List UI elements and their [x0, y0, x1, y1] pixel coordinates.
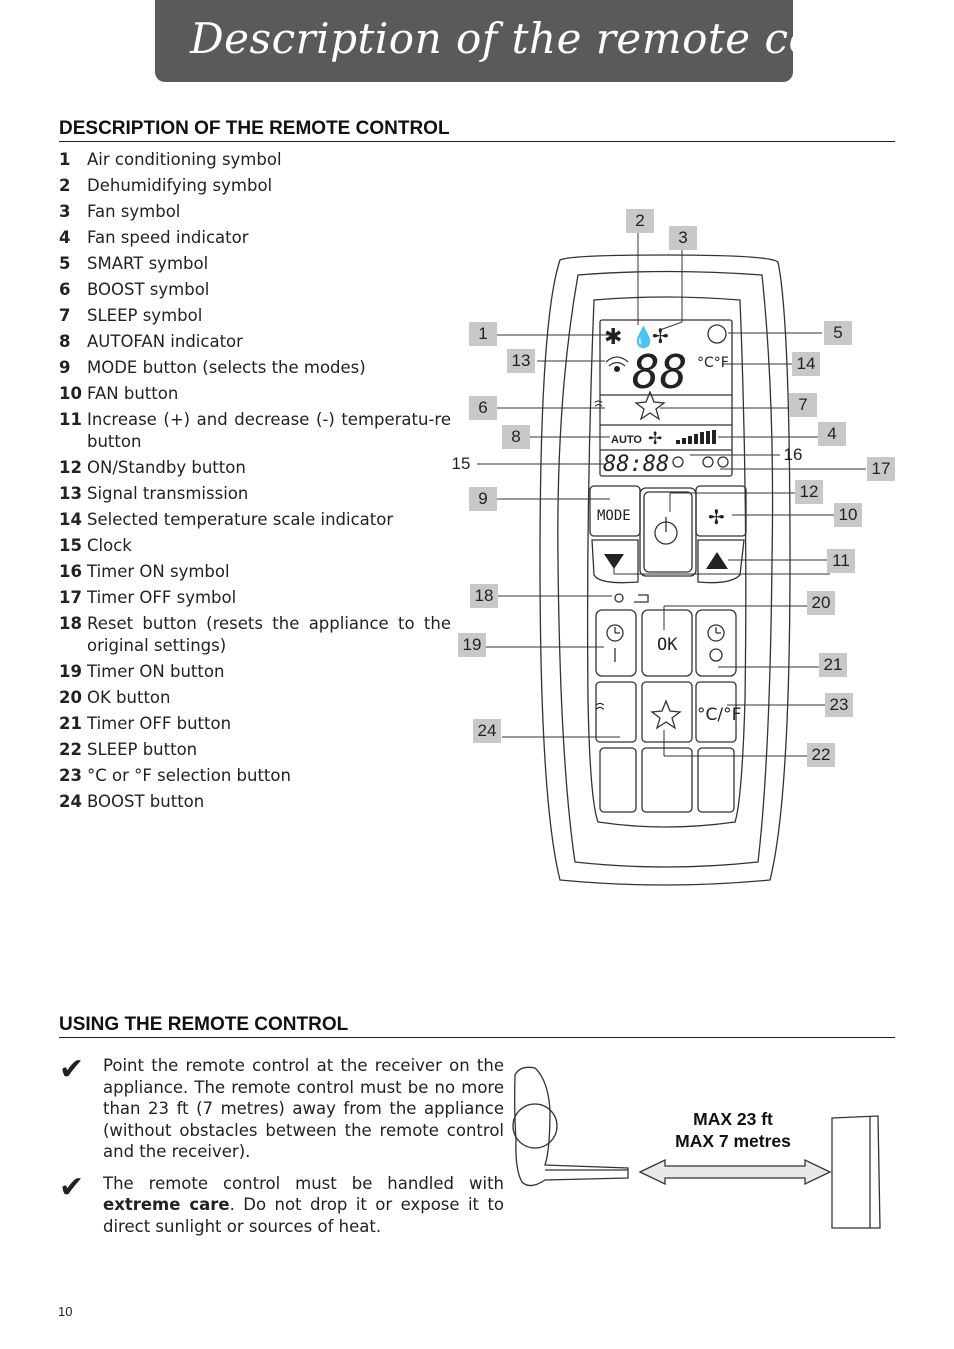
- display-unit: °C°F: [697, 355, 729, 371]
- distance-illustration: [512, 1066, 881, 1229]
- list-item: 23°C or °F selection button: [59, 766, 291, 785]
- usage-point: ✔ The remote control must be handled wit…: [59, 1169, 505, 1238]
- usage-point-text: The remote control must be handled with …: [103, 1173, 505, 1236]
- callout-17: 17: [867, 457, 895, 481]
- callout-21: 21: [819, 653, 847, 677]
- callout-16: 16: [783, 445, 803, 464]
- section-heading-description: DESCRIPTION OF THE REMOTE CONTROL: [59, 118, 895, 142]
- callout-8: 8: [502, 425, 530, 449]
- callout-4: 4: [818, 422, 846, 446]
- callout-12: 12: [795, 480, 823, 504]
- ok-button[interactable]: OK: [657, 635, 678, 655]
- display-clock: 88:88: [603, 452, 669, 477]
- usage-point-text: Point the remote control at the receiver…: [103, 1056, 504, 1161]
- autofan-icon: ✢: [648, 429, 662, 449]
- callout-11: 11: [827, 549, 855, 573]
- distance-arrow-icon: [638, 1158, 832, 1186]
- aircon-icon: ✱: [604, 325, 622, 350]
- mode-button[interactable]: MODE: [597, 508, 631, 524]
- callout-1: 1: [469, 322, 497, 346]
- callout-15: 15: [451, 454, 471, 473]
- check-icon: ✔: [59, 1052, 85, 1087]
- scale-button[interactable]: °C/°F: [697, 705, 741, 725]
- display-temperature: 88: [632, 345, 687, 399]
- callout-22: 22: [807, 743, 835, 767]
- boost-icon: ꩰ: [594, 400, 603, 407]
- callout-3: 3: [669, 226, 697, 250]
- section-heading-usage: USING THE REMOTE CONTROL: [59, 1014, 895, 1038]
- fan-icon: ✢: [652, 324, 669, 348]
- usage-instructions: ✔ Point the remote control at the receiv…: [59, 1055, 504, 1247]
- callout-10: 10: [834, 503, 862, 527]
- callout-7: 7: [789, 393, 817, 417]
- check-icon: ✔: [59, 1169, 85, 1205]
- distance-label: MAX 23 ft MAX 7 metres: [675, 1109, 791, 1151]
- page-title: Description of the remote control: [190, 14, 920, 63]
- callout-2: 2: [626, 209, 654, 233]
- usage-point: ✔ Point the remote control at the receiv…: [59, 1055, 504, 1163]
- drop-icon: 💧: [631, 325, 656, 349]
- hand-icon: [514, 1066, 629, 1187]
- appliance-icon: [831, 1115, 881, 1229]
- callout-18: 18: [470, 584, 498, 608]
- callout-19: 19: [458, 633, 486, 657]
- callout-9: 9: [469, 487, 497, 511]
- title-banner: [155, 0, 793, 82]
- callout-5: 5: [824, 321, 852, 345]
- callout-6: 6: [469, 396, 497, 420]
- callout-23: 23: [825, 693, 853, 717]
- callout-14: 14: [792, 352, 820, 376]
- display-auto: AUTO: [611, 434, 642, 446]
- fan-button[interactable]: ✢: [708, 505, 725, 529]
- callout-13: 13: [507, 349, 535, 373]
- callout-20: 20: [807, 591, 835, 615]
- page-number: 10: [58, 1304, 73, 1319]
- callout-24: 24: [473, 719, 501, 743]
- remote-control-diagram: ✱ 💧 ✢ 88 °C°F ꩰ AUTO ✢ 88:88 MODE ✢ OK °…: [477, 232, 866, 886]
